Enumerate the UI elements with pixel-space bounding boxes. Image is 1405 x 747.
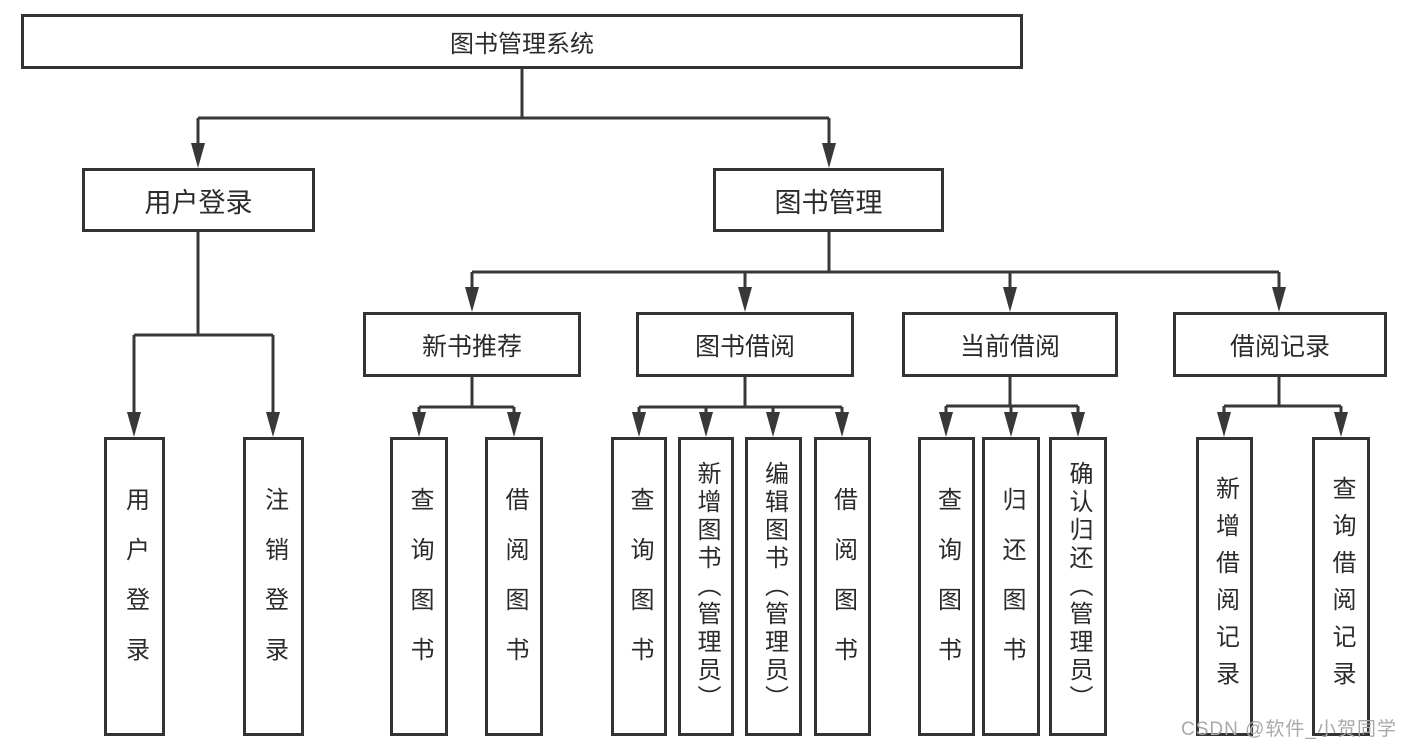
node-book-management: 图书管理	[713, 168, 944, 232]
node-library-management-system: 图书管理系统	[21, 14, 1023, 69]
node-label: 确认归还（管理员）	[1065, 460, 1092, 713]
leaf-search-books-current: 查询图书	[918, 437, 975, 736]
node-label: 图书管理	[774, 187, 883, 218]
node-label: 借阅图书	[829, 486, 857, 687]
connector-new-book-branch	[417, 377, 516, 420]
arrowhead	[465, 287, 479, 312]
node-user-login: 用户登录	[82, 168, 315, 232]
leaf-confirm-return-admin: 确认归还（管理员）	[1049, 437, 1107, 736]
arrowhead	[266, 412, 280, 437]
arrowhead	[1003, 287, 1017, 312]
arrowhead	[1334, 412, 1348, 437]
arrowhead	[412, 412, 426, 437]
node-borrowing-records: 借阅记录	[1173, 312, 1387, 377]
node-label: 查询借阅记录	[1328, 475, 1355, 698]
arrowhead	[822, 143, 836, 168]
connector-book-borrow-branch	[637, 377, 844, 420]
node-label: 借阅记录	[1229, 332, 1330, 361]
node-label: 查询图书	[406, 486, 433, 687]
node-label: 编辑图书（管理员）	[760, 460, 788, 713]
leaf-logout: 注销登录	[243, 437, 304, 736]
arrowhead	[766, 412, 780, 437]
leaf-user-login: 用户登录	[104, 437, 165, 736]
arrowhead	[127, 412, 141, 437]
leaf-add-borrow-record: 新增借阅记录	[1196, 437, 1253, 736]
arrowhead	[507, 412, 521, 437]
node-label: 用户登录	[144, 187, 253, 218]
node-label: 新书推荐	[421, 332, 522, 361]
node-label: 当前借阅	[959, 332, 1060, 361]
leaf-borrow-books-recommend: 借阅图书	[485, 437, 543, 736]
node-label: 查询图书	[933, 486, 961, 687]
leaf-search-books-recommend: 查询图书	[390, 437, 448, 736]
node-book-borrowing: 图书借阅	[636, 312, 854, 377]
connector-user-login-branch	[132, 232, 275, 420]
leaf-borrow-books-borrowing: 借阅图书	[814, 437, 871, 736]
connector-book-management-branch	[470, 232, 1281, 296]
node-label: 查询图书	[626, 486, 653, 687]
arrowhead	[835, 412, 849, 437]
node-label: 新增借阅记录	[1211, 475, 1239, 698]
csdn-watermark: CSDN @软件_小贺同学	[1181, 719, 1397, 740]
arrowhead	[939, 412, 953, 437]
node-label: 归还图书	[998, 486, 1025, 687]
node-label: 新增图书（管理员）	[693, 460, 720, 713]
arrowhead	[191, 143, 205, 168]
node-label: 图书借阅	[694, 332, 795, 361]
arrowhead	[738, 287, 752, 312]
node-label: 图书管理系统	[450, 31, 594, 58]
node-label: 注销登录	[260, 486, 288, 687]
connector-root-to-level2	[196, 69, 831, 150]
leaf-edit-books-admin: 编辑图书（管理员）	[745, 437, 802, 736]
node-current-borrowing: 当前借阅	[902, 312, 1118, 377]
arrowhead	[1071, 412, 1085, 437]
node-label: 借阅图书	[501, 486, 528, 687]
node-label: 用户登录	[121, 486, 149, 687]
arrowhead	[1272, 287, 1286, 312]
connector-borrow-record-branch	[1222, 377, 1343, 420]
leaf-return-books: 归还图书	[982, 437, 1040, 736]
leaf-search-books-borrowing: 查询图书	[611, 437, 667, 736]
arrowhead	[699, 412, 713, 437]
leaf-search-borrow-record: 查询借阅记录	[1312, 437, 1370, 736]
node-new-book-recommend: 新书推荐	[363, 312, 581, 377]
arrowhead	[632, 412, 646, 437]
arrowhead	[1217, 412, 1231, 437]
leaf-add-books-admin: 新增图书（管理员）	[678, 437, 734, 736]
arrowhead	[1004, 412, 1018, 437]
